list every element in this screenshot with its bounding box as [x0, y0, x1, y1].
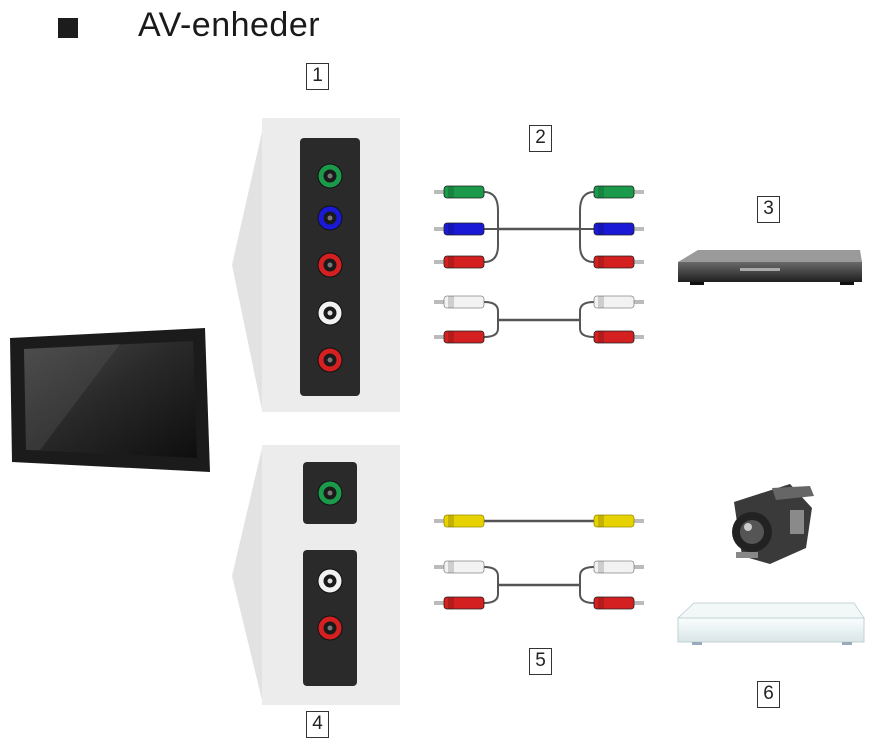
component-jacks [317, 163, 343, 373]
tv-icon [10, 328, 210, 472]
set-top-box-icon [676, 602, 865, 645]
jack-white [317, 568, 343, 594]
jack-red [317, 252, 343, 278]
jack-white [317, 300, 343, 326]
label-4: 4 [306, 711, 329, 738]
label-6: 6 [757, 681, 780, 708]
camcorder-icon [732, 484, 814, 564]
label-1: 1 [306, 63, 329, 90]
label-5: 5 [529, 648, 552, 675]
component-video-cable [434, 185, 644, 269]
label-2: 2 [529, 125, 552, 152]
component-connector-panel [232, 118, 400, 412]
component-audio-cable [434, 295, 644, 344]
jack-green [317, 163, 343, 189]
page-title: AV-enheder [138, 6, 321, 44]
composite-video-cable [434, 514, 644, 528]
jack-red [317, 347, 343, 373]
cables [434, 185, 644, 610]
label-3: 3 [757, 196, 780, 223]
dvd-player-icon [678, 250, 862, 285]
composite-audio-cable [434, 560, 644, 610]
jack-blue [317, 205, 343, 231]
square-bullet-icon [58, 18, 78, 38]
composite-connector-panel [232, 445, 400, 705]
jack-red [317, 615, 343, 641]
composite-jacks [317, 480, 343, 641]
jack-green [317, 480, 343, 506]
